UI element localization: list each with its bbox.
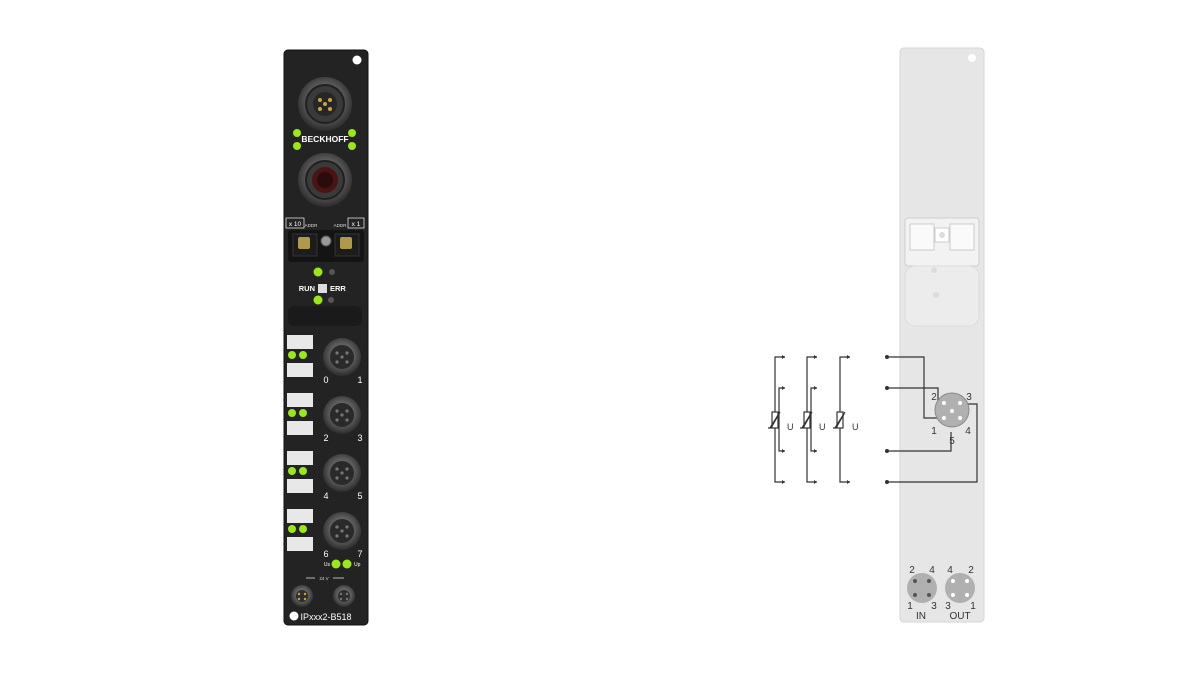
m8-socket-icon	[934, 392, 970, 428]
channel-led	[288, 525, 296, 533]
sensor-u-label: U	[787, 422, 794, 432]
err-label: ERR	[330, 284, 346, 293]
channel-label: 6	[323, 549, 328, 559]
channel-label: 0	[323, 375, 328, 385]
model-label: IPxxx2-B518	[300, 612, 351, 622]
run-err-separator	[318, 284, 327, 293]
channel-led	[299, 467, 307, 475]
label-strip	[287, 363, 313, 377]
addr-label-right: ADDR	[334, 223, 348, 228]
in-pin-2: 2	[909, 565, 915, 576]
channel-label: 3	[357, 433, 362, 443]
connection-diagram: 1 2 3 4 5 U U U 2 4 1 3 4 2 3 1 IN OUT	[768, 47, 985, 623]
run-err-leds	[313, 267, 335, 305]
out-pin-4: 4	[947, 565, 953, 576]
module-outline	[899, 47, 985, 623]
channel-led	[299, 525, 307, 533]
label-window	[288, 306, 362, 326]
addr-x1-label: x 1	[352, 221, 361, 228]
channel-led	[299, 351, 307, 359]
channel-label: 7	[357, 549, 362, 559]
power-label: 24 V	[319, 576, 328, 581]
address-switch-x1[interactable]	[340, 237, 352, 249]
out-pin-2: 2	[968, 565, 974, 576]
label-strip	[287, 479, 313, 493]
pin-label-5: 5	[949, 436, 955, 447]
in-pin-3: 3	[931, 601, 937, 612]
sensor-u-label: U	[852, 422, 859, 432]
channel-led	[288, 409, 296, 417]
pin-label-4: 4	[965, 426, 971, 437]
power-connector-in	[291, 585, 313, 607]
channel-led	[288, 467, 296, 475]
module-edge	[283, 49, 369, 626]
channel-label: 1	[357, 375, 362, 385]
bus-connector-out	[298, 153, 352, 207]
channel-led	[288, 351, 296, 359]
in-label: IN	[916, 611, 926, 622]
label-strip	[287, 335, 313, 349]
label-strip	[287, 509, 313, 523]
out-label: OUT	[949, 611, 970, 622]
power-leds	[331, 559, 352, 569]
label-strip	[287, 537, 313, 551]
channel-label: 2	[323, 433, 328, 443]
module-photo: BECKHOFF x 10 ADDR ADDR x 1	[283, 49, 369, 626]
label-strip	[287, 421, 313, 435]
addr-label-left: ADDR	[305, 223, 319, 228]
sensor-u-label: U	[819, 422, 826, 432]
address-switch-x10[interactable]	[298, 237, 310, 249]
switch-area-outline	[904, 217, 980, 327]
out-pin-3: 3	[945, 601, 951, 612]
bus-connector-in	[298, 77, 352, 131]
power-socket-out-icon	[945, 573, 975, 603]
in-pin-4: 4	[929, 565, 935, 576]
power-socket-in-icon	[907, 573, 937, 603]
channel-led	[299, 409, 307, 417]
pin-label-2: 2	[931, 392, 937, 403]
screw-icon	[320, 235, 332, 247]
bus-status-leds	[293, 129, 356, 150]
varistor-sensor	[833, 355, 850, 484]
in-pin-1: 1	[907, 601, 913, 612]
io-connector	[323, 454, 361, 492]
up-label: Up	[354, 562, 361, 568]
addr-x10-label: x 10	[289, 221, 302, 228]
channel-label: 5	[357, 491, 362, 501]
brand-logo: BECKHOFF	[301, 134, 348, 144]
mounting-hole-top	[352, 55, 362, 65]
wiring	[887, 356, 978, 483]
wire-terminals	[885, 355, 889, 484]
io-connector	[323, 512, 361, 550]
mounting-hole-bottom	[289, 611, 299, 621]
label-strip	[287, 451, 313, 465]
power-connector-out	[333, 585, 355, 607]
channel-label: 4	[323, 491, 328, 501]
pin-label-3: 3	[966, 392, 972, 403]
label-strip	[287, 393, 313, 407]
pin-label-1: 1	[931, 426, 937, 437]
io-connector	[323, 338, 361, 376]
varistor-sensor	[800, 355, 817, 484]
varistor-sensor	[768, 355, 785, 484]
mounting-hole	[968, 54, 976, 62]
io-connector	[323, 396, 361, 434]
us-label: Us	[324, 562, 331, 568]
out-pin-1: 1	[970, 601, 976, 612]
run-label: RUN	[299, 284, 315, 293]
